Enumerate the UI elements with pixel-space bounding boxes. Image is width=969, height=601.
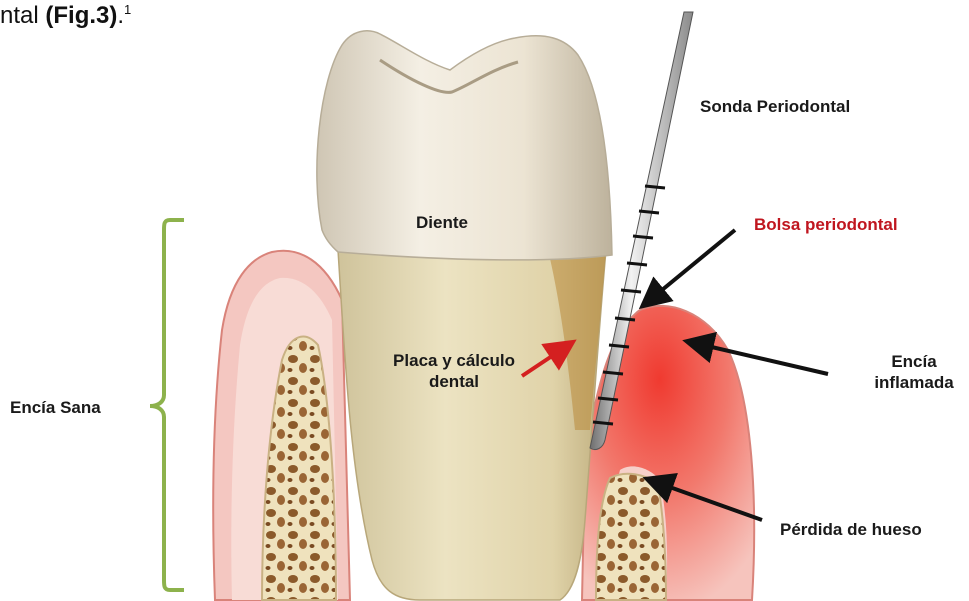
healthy-gum-bracket [150,220,184,590]
label-plaque-line2: dental [376,371,532,392]
tooth [317,31,612,600]
inflamed-bone [596,474,666,600]
label-inflamed-line2: inflamada [864,372,964,393]
label-plaque-line1: Placa y cálculo [376,350,532,371]
label-probe: Sonda Periodontal [700,96,850,117]
label-pocket: Bolsa periodontal [754,214,898,235]
label-inflamed-line1: Encía [864,351,964,372]
label-bone-loss: Pérdida de hueso [780,519,922,540]
label-plaque: Placa y cálculo dental [376,350,532,393]
label-healthy-gum: Encía Sana [10,397,101,418]
label-tooth: Diente [416,212,468,233]
pocket-arrow [645,230,735,304]
healthy-gum [213,251,350,600]
label-inflamed: Encía inflamada [864,351,964,394]
